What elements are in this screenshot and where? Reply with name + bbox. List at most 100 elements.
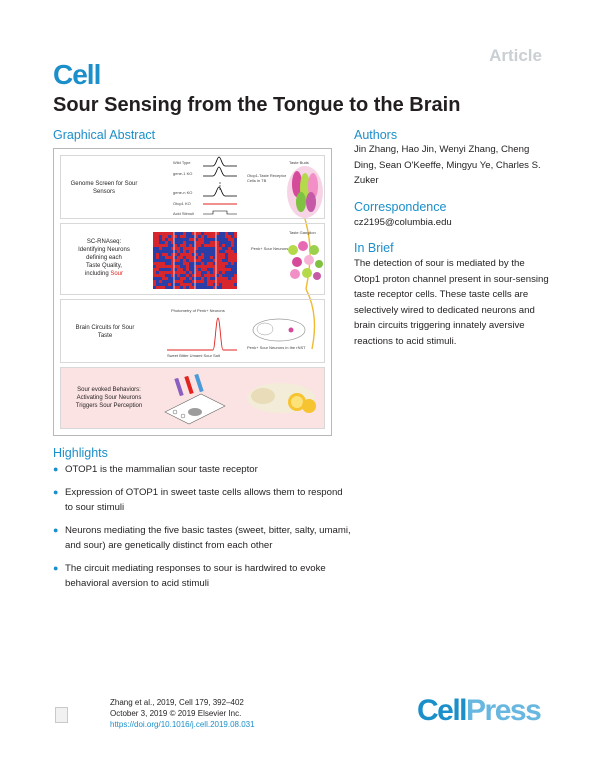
heatmap-cell [159,280,162,283]
heatmap-cell [219,241,222,244]
heatmap-cell [198,268,201,271]
heatmap-cell [165,247,168,250]
heatmap-cell [156,256,159,259]
heatmap-cell [201,256,204,259]
heatmap-cell [156,238,159,241]
heatmap-cell [159,247,162,250]
citation-block: Zhang et al., 2019, Cell 179, 392–402 Oc… [110,697,255,730]
heatmap-cell [174,283,177,286]
taste-buds-label: Taste Buds [289,160,309,165]
heatmap-cell [165,241,168,244]
heatmap-cell [198,238,201,241]
heatmap-cell [210,283,213,286]
heatmap-cell [192,238,195,241]
heatmap-cell [219,265,222,268]
heatmap-cell [198,235,201,238]
heatmap-cell [228,241,231,244]
heatmap-cell [180,247,183,250]
rnst-label: Penk+ Sour Neurons in the rNST [247,345,306,350]
heatmap-cell [183,277,186,280]
heatmap-cell [168,280,171,283]
ga-panel-label: Sour evoked Behaviors: Activating Sour N… [75,387,143,409]
heatmap-cell [210,232,213,235]
heatmap-cell [225,241,228,244]
heatmap-cell [192,265,195,268]
heatmap-cell [228,283,231,286]
heatmap-cell [231,256,234,259]
correspondence-email-link[interactable]: cz2195@columbia.edu [354,217,452,228]
heatmap-cell [195,259,198,262]
heatmap-cell [204,280,207,283]
heatmap-cell [201,283,204,286]
heatmap-cell [216,247,219,250]
heatmap-cell [177,253,180,256]
heatmap-cell [231,271,234,274]
heatmap-cell [153,250,156,253]
heatmap-cell [201,271,204,274]
heatmap-cell [177,244,180,247]
heatmap-cell [189,262,192,265]
heatmap-cell [201,241,204,244]
heatmap-cell [183,280,186,283]
heatmap-cell [189,280,192,283]
expression-heatmap [153,232,237,289]
behavior-apparatus-illustration [164,373,226,425]
heatmap-cell [228,244,231,247]
heatmap-cell [192,262,195,265]
heatmap-cell [216,262,219,265]
heatmap-cell [174,277,177,280]
heatmap-cell [153,232,156,235]
heatmap-cell [198,244,201,247]
heatmap-cell [162,265,165,268]
heatmap-cell [204,250,207,253]
heatmap-cell [210,286,213,289]
heatmap-cell [174,241,177,244]
heatmap-cell [156,244,159,247]
heatmap-cell [189,235,192,238]
heatmap-cell [225,262,228,265]
heatmap-cell [219,232,222,235]
heatmap-cell [177,262,180,265]
highlight-item: ●Expression of OTOP1 in sweet taste cell… [53,485,353,516]
heatmap-cell [234,262,237,265]
heatmap-cell [219,277,222,280]
heatmap-cell [207,250,210,253]
heatmap-cell [213,286,216,289]
doi-link[interactable]: https://doi.org/10.1016/j.cell.2019.08.0… [110,720,255,729]
heatmap-cell [177,247,180,250]
heatmap-cell [219,268,222,271]
heatmap-cell [225,265,228,268]
heatmap-cell [210,262,213,265]
heatmap-cell [186,238,189,241]
heatmap-cell [192,271,195,274]
heatmap-cell [171,283,174,286]
heatmap-cell [186,286,189,289]
heatmap-cell [165,259,168,262]
heatmap-cell [189,259,192,262]
heatmap-cell [171,256,174,259]
heatmap-cell [222,274,225,277]
heatmap-cell [204,247,207,250]
heatmap-cell [168,286,171,289]
heatmap-cell [198,247,201,250]
heatmap-cell [153,241,156,244]
heatmap-cell [228,253,231,256]
heatmap-cell [231,235,234,238]
heatmap-cell [153,238,156,241]
heatmap-cell [210,253,213,256]
heatmap-cell [156,280,159,283]
sour-word: Sour [110,271,124,277]
heatmap-cell [156,286,159,289]
heatmap-cell [210,250,213,253]
heatmap-cell [222,238,225,241]
heatmap-cell [222,247,225,250]
heatmap-cell [216,238,219,241]
heatmap-cell [210,259,213,262]
heatmap-cell [231,259,234,262]
heatmap-cell [207,265,210,268]
heatmap-cell [228,286,231,289]
heatmap-cell [186,256,189,259]
ga-panel-label: Brain Circuits for Sour Taste [75,325,135,339]
heatmap-cell [201,274,204,277]
logo-press: Press [466,694,542,727]
